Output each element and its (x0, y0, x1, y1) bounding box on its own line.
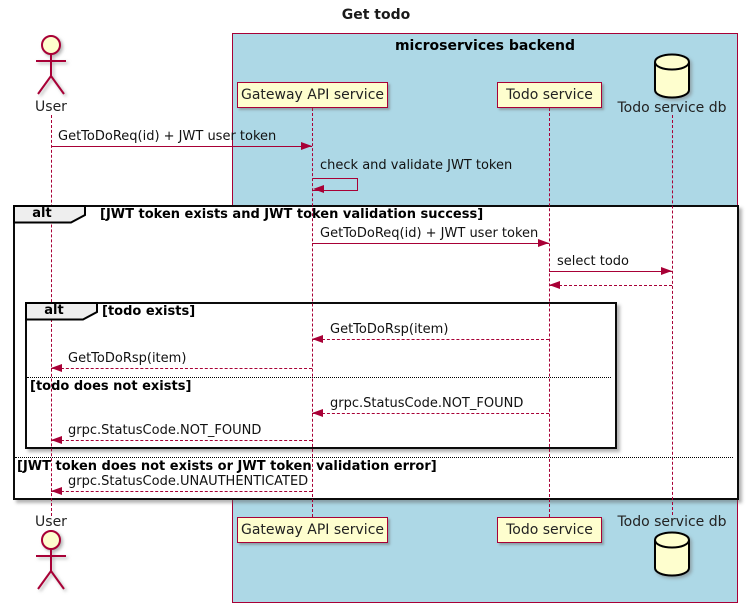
message-line (51, 440, 312, 441)
diagram-title: Get todo (341, 7, 411, 23)
message-label: grpc.StatusCode.NOT_FOUND (68, 423, 262, 438)
lifeline-db (672, 115, 673, 515)
participant-user-label: User (35, 99, 67, 115)
participant-db-label: Todo service db (617, 100, 727, 116)
participant-todo-bottom: Todo service (497, 517, 602, 543)
outer-guard-success: [JWT token exists and JWT token validati… (100, 207, 484, 222)
alt-operator-tab: alt (25, 302, 99, 321)
message-label: grpc.StatusCode.UNAUTHENTICATED (68, 474, 309, 489)
participant-todo-label-bottom: Todo service (506, 522, 593, 538)
actor-icon (36, 35, 66, 95)
arrowhead-left-icon (313, 185, 324, 193)
lifeline-gateway (312, 108, 313, 517)
message-line (312, 339, 549, 340)
arrowhead-right-icon (538, 239, 549, 247)
participant-todo-label: Todo service (506, 87, 593, 103)
participant-gateway-bottom: Gateway API service (237, 517, 388, 543)
message-label: GetToDoRsp(item) (68, 351, 187, 366)
message-line (549, 285, 672, 286)
message-line (51, 491, 312, 492)
message-label: grpc.StatusCode.NOT_FOUND (330, 396, 524, 411)
inner-alt-divider (27, 377, 611, 378)
self-message-loop (313, 178, 358, 191)
arrowhead-left-icon (51, 364, 62, 372)
participant-todo: Todo service (497, 82, 602, 108)
arrowhead-left-icon (51, 487, 62, 495)
arrowhead-left-icon (51, 436, 62, 444)
backend-box-label: microservices backend (394, 38, 576, 54)
message-label: select todo (557, 254, 630, 269)
inner-guard-else: [todo does not exists] (30, 379, 192, 394)
inner-guard-exists: [todo exists] (102, 304, 196, 319)
participant-gateway-label: Gateway API service (240, 87, 385, 103)
outer-alt-divider (15, 457, 733, 458)
message-label: check and validate JWT token (320, 158, 513, 173)
database-icon (654, 53, 690, 99)
message-line (312, 243, 549, 244)
participant-gateway: Gateway API service (237, 82, 388, 108)
message-line (312, 413, 549, 414)
arrowhead-right-icon (661, 267, 672, 275)
lifeline-todo (549, 108, 550, 517)
message-line (51, 146, 312, 147)
actor-icon (36, 530, 66, 590)
participant-gateway-label-bottom: Gateway API service (240, 522, 385, 538)
arrowhead-left-icon (549, 281, 560, 289)
alt-operator-tab: alt (13, 205, 87, 224)
message-label: GetToDoRsp(item) (330, 322, 449, 337)
database-icon (654, 531, 690, 577)
arrowhead-left-icon (312, 335, 323, 343)
alt-operator-label: alt (44, 303, 64, 318)
arrowhead-right-icon (301, 142, 312, 150)
participant-db-label-bottom: Todo service db (617, 514, 727, 530)
outer-guard-else: [JWT token does not exists or JWT token … (17, 459, 437, 474)
message-label: GetToDoReq(id) + JWT user token (58, 129, 277, 144)
message-line (549, 271, 672, 272)
alt-operator-label: alt (32, 206, 52, 221)
message-label: GetToDoReq(id) + JWT user token (320, 226, 539, 241)
participant-user-label-bottom: User (35, 514, 67, 530)
arrowhead-left-icon (312, 409, 323, 417)
alt-fragment-inner (25, 302, 617, 449)
message-line (51, 368, 312, 369)
